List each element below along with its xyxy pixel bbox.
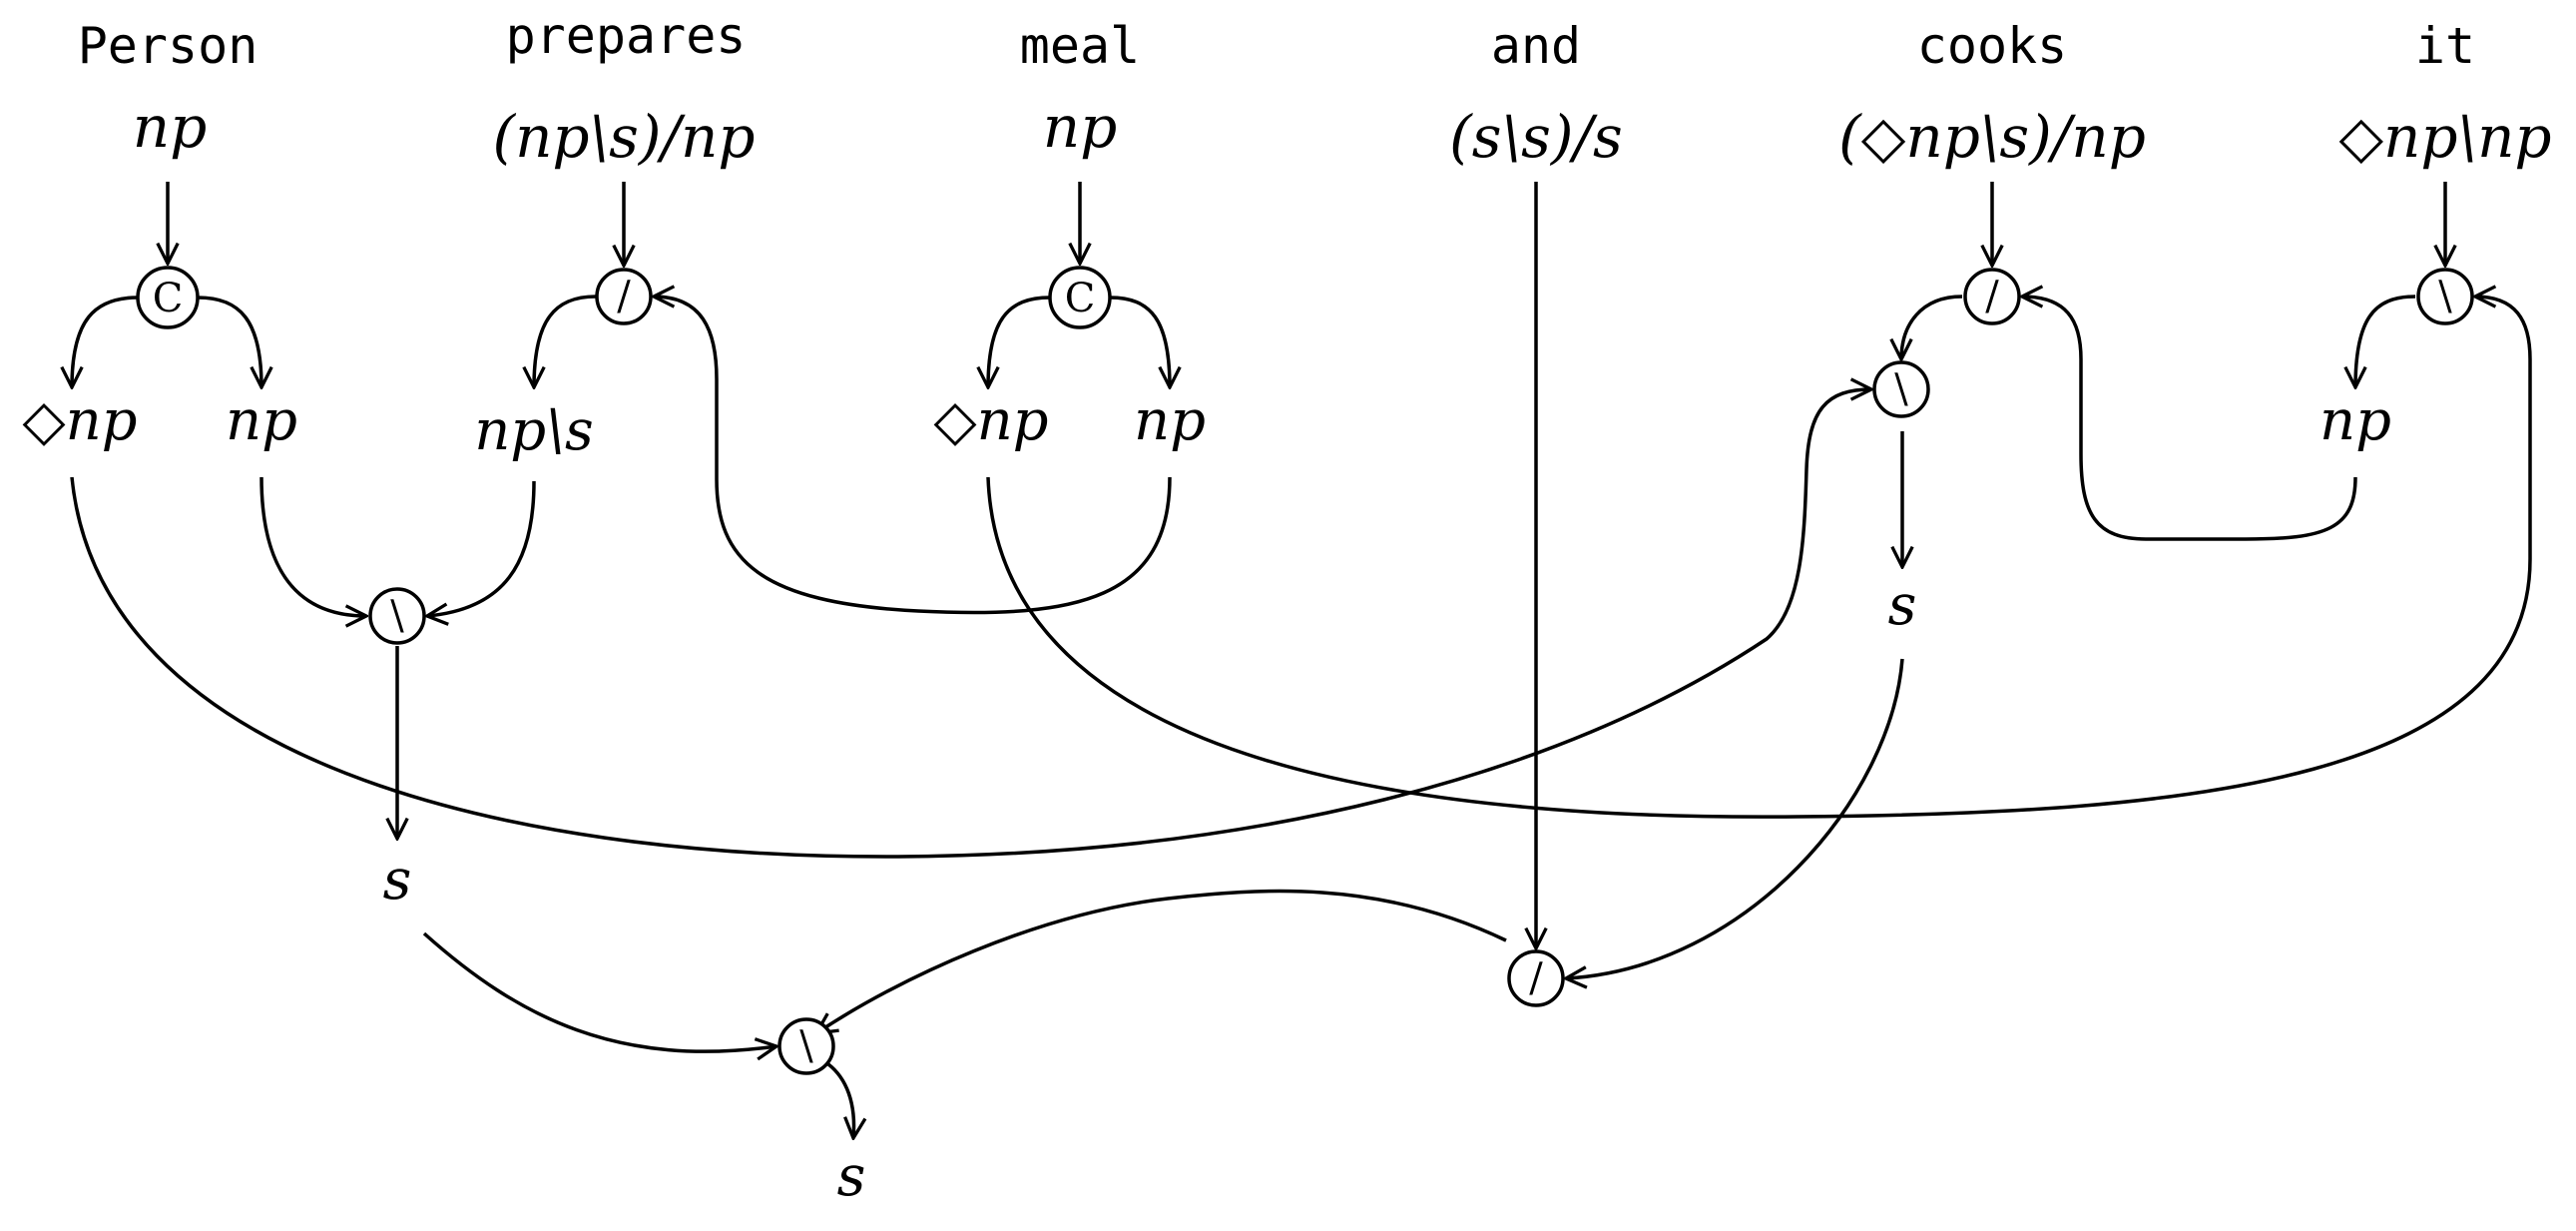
label-person-diamond-np: ◇np (23, 388, 138, 453)
svg-text:\: \ (2438, 274, 2452, 319)
link-c2-to-diamond-np (988, 296, 1051, 387)
link-and-slash-to-final-bslash (816, 889, 1507, 1033)
node-and-slash: / (1507, 949, 1565, 1007)
svg-text:\: \ (390, 593, 404, 639)
label-final-s: s (837, 1144, 866, 1209)
node-c2: C (1048, 266, 1112, 329)
label-it-np: np (2319, 388, 2391, 453)
node-it-backslash: \ (2416, 268, 2474, 325)
word-prepares: prepares (506, 7, 747, 65)
type-it: ◇np\np (2338, 103, 2551, 171)
word-it: it (2415, 17, 2475, 75)
word-person: Person (78, 17, 258, 75)
type-person: np (133, 93, 207, 161)
word-and: and (1491, 17, 1581, 75)
node-cooks-slash: / (1963, 268, 2021, 325)
svg-text:/: / (1529, 955, 1543, 1001)
link-left-s-to-final-bslash (422, 931, 776, 1051)
label-person-np: np (226, 388, 297, 453)
link-c1-to-diamond-np (72, 296, 139, 387)
node-cooks-backslash: \ (1872, 360, 1930, 418)
label-prepares-np-s: np\s (474, 398, 594, 463)
link-cooks-s-to-and-slash (1566, 658, 1904, 978)
link-c2-to-np (1109, 296, 1170, 387)
node-final-backslash: \ (777, 1017, 835, 1075)
svg-text:\: \ (1894, 366, 1908, 412)
node-subject-backslash: \ (368, 587, 426, 645)
svg-text:C: C (1065, 276, 1096, 321)
link-meal-np-to-prepares-slash (654, 297, 1172, 615)
link-cooks-slash-to-bslash (1901, 295, 1963, 359)
link-slash-to-np-s (534, 295, 597, 387)
link-person-np-to-subj-bslash (259, 476, 366, 616)
link-person-diamond-np-to-cooks-bslash (70, 389, 1871, 859)
link-it-np-to-cooks-slash (2022, 297, 2357, 541)
link-meal-diamond-np-to-it-bslash (986, 297, 2532, 819)
node-prepares-slash: / (595, 268, 653, 325)
link-c1-to-np (197, 296, 261, 387)
label-left-s: s (383, 848, 412, 913)
svg-text:C: C (153, 276, 184, 321)
word-meal: meal (1020, 17, 1140, 75)
node-c1: C (136, 266, 200, 329)
word-cooks: cooks (1917, 17, 2068, 75)
svg-text:/: / (1985, 274, 1999, 319)
link-final-bslash-to-s (826, 1062, 854, 1138)
link-it-bslash-to-np (2355, 295, 2416, 387)
label-meal-diamond-np: ◇np (934, 388, 1049, 453)
type-and: (s\s)/s (1449, 103, 1623, 171)
type-prepares: (np\s)/np (492, 103, 755, 171)
type-meal: np (1043, 93, 1117, 161)
svg-text:\: \ (799, 1023, 813, 1069)
label-cooks-s: s (1888, 573, 1917, 638)
link-np-s-to-subj-bslash (427, 480, 536, 616)
label-meal-np: np (1134, 388, 1206, 453)
svg-text:/: / (617, 274, 631, 319)
type-cooks: (◇np\s)/np (1838, 103, 2146, 171)
